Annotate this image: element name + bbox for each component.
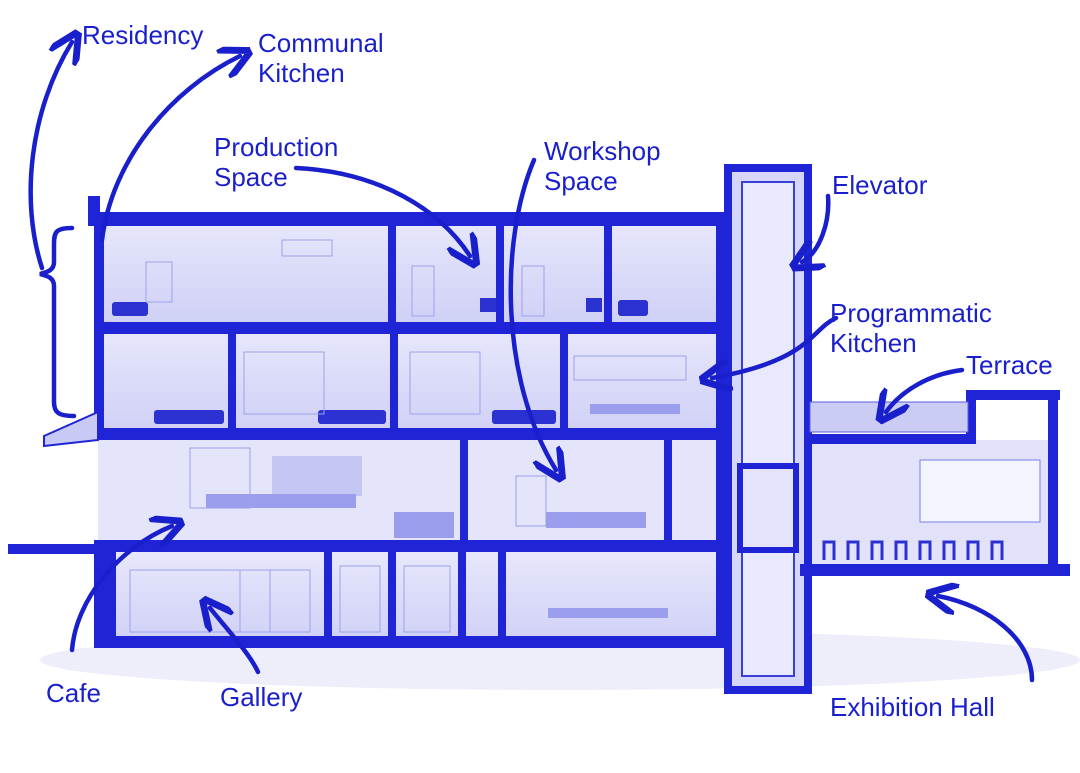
label-programmatic-kitchen-line2: Kitchen (830, 328, 917, 358)
label-communal-kitchen: Communal Kitchen (258, 28, 384, 88)
label-programmatic-kitchen-line1: Programmatic (830, 298, 992, 328)
label-programmatic-kitchen: Programmatic Kitchen (830, 298, 992, 358)
label-residency: Residency (82, 20, 204, 50)
annotation-arrows (28, 42, 1035, 683)
label-cafe: Cafe (46, 678, 101, 708)
label-communal-kitchen-line2: Kitchen (258, 58, 345, 88)
exhibition-seating (822, 540, 1004, 560)
label-production-space-line1: Production (214, 132, 339, 162)
label-workshop-space-line1: Workshop (544, 136, 661, 166)
label-communal-kitchen-line1: Communal (258, 28, 384, 58)
elevator-shaft (724, 164, 812, 694)
gallery-arrow (210, 608, 261, 675)
production-space-arrow (293, 165, 470, 256)
programmatic-kitchen-arrow (712, 315, 839, 378)
label-workshop-space-line2: Space (544, 166, 618, 196)
residency-arrow (28, 42, 72, 271)
structure-lines (8, 196, 734, 648)
label-elevator: Elevator (832, 170, 928, 200)
label-workshop-space: Workshop Space (544, 136, 661, 196)
label-production-space-line2: Space (214, 162, 288, 192)
label-gallery: Gallery (220, 682, 303, 712)
exhibition-hall-arrow (938, 596, 1035, 683)
communal-kitchen-arrow (99, 56, 240, 243)
furniture (112, 298, 680, 618)
label-terrace: Terrace (966, 350, 1053, 380)
workshop-space-arrow (508, 157, 556, 470)
terrace-arrow (886, 367, 965, 412)
elevator-arrow (802, 193, 831, 262)
label-exhibition-hall: Exhibition Hall (830, 692, 995, 722)
residency-bracket (39, 225, 77, 419)
basement-floor (98, 548, 726, 644)
label-production-space: Production Space (214, 132, 338, 192)
cafe-arrow (69, 526, 172, 653)
